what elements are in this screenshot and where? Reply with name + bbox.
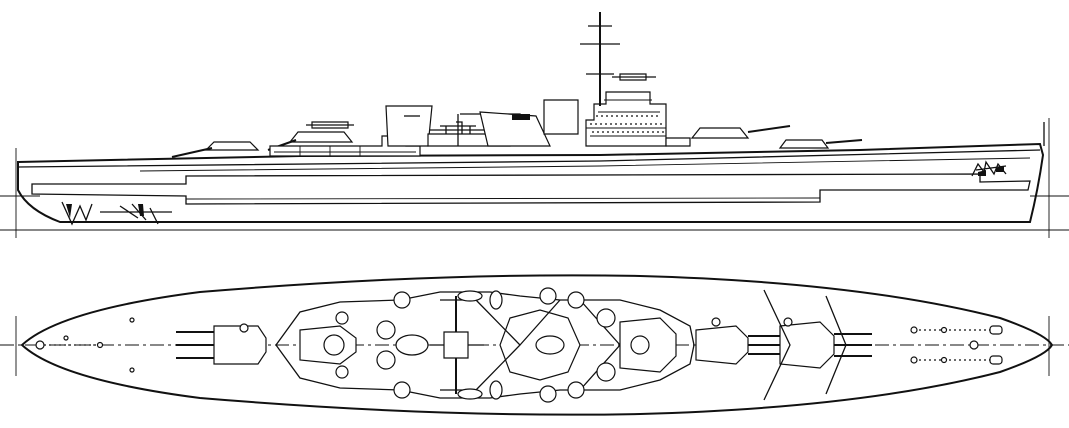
- forward-turret-b-guns: [747, 125, 791, 133]
- forward-turret-b: [690, 127, 750, 139]
- plan-view: [0, 274, 1069, 416]
- belt-lower-line: [185, 197, 821, 200]
- aft-turret-x: [288, 131, 354, 143]
- bow-anchors: [971, 160, 1007, 177]
- forward-deckhouse: [665, 137, 691, 147]
- deck-edge-line: [17, 149, 1041, 168]
- side-profile-view: [0, 12, 1069, 238]
- tower-bridge-levels: [586, 99, 666, 137]
- rudder-and-propellers: [61, 201, 172, 226]
- ship-boats: [457, 290, 503, 400]
- aft-funnel: [385, 105, 433, 147]
- tower-windows: [590, 115, 664, 133]
- aft-turret-y-guns: [171, 147, 213, 158]
- deck-outline: [20, 274, 1054, 416]
- turret-y-plan: [176, 323, 267, 365]
- turret-b-plan: [695, 317, 780, 365]
- armor-belt: [31, 173, 1031, 205]
- superstructure-plan: [275, 291, 695, 399]
- forward-turret-a-guns: [825, 139, 863, 144]
- secondary-turrets-forward: [539, 287, 616, 403]
- aft-deckhouse-detail: [274, 146, 416, 156]
- aft-funnel-plan: [395, 334, 429, 356]
- funnel-searchlight-platform: [543, 99, 579, 135]
- forward-turret-a: [778, 139, 830, 149]
- stern-fittings: [35, 317, 135, 373]
- hull-outline: [17, 142, 1045, 223]
- main-funnel-top: [535, 335, 565, 355]
- catapult-plan: [430, 296, 484, 394]
- forward-tower-director: [630, 335, 650, 355]
- upper-deck-line: [139, 157, 1031, 172]
- main-funnel-cap: [512, 114, 530, 120]
- bow-fittings: [910, 325, 1003, 365]
- turret-a-plan: [779, 317, 872, 369]
- secondary-turrets-aft: [335, 291, 411, 399]
- forward-tower: [585, 91, 667, 147]
- turret-x-plan: [299, 325, 357, 365]
- bow-anchor-fill: [978, 166, 1004, 176]
- breakwater: [763, 289, 847, 401]
- aft-turret-y: [204, 141, 260, 151]
